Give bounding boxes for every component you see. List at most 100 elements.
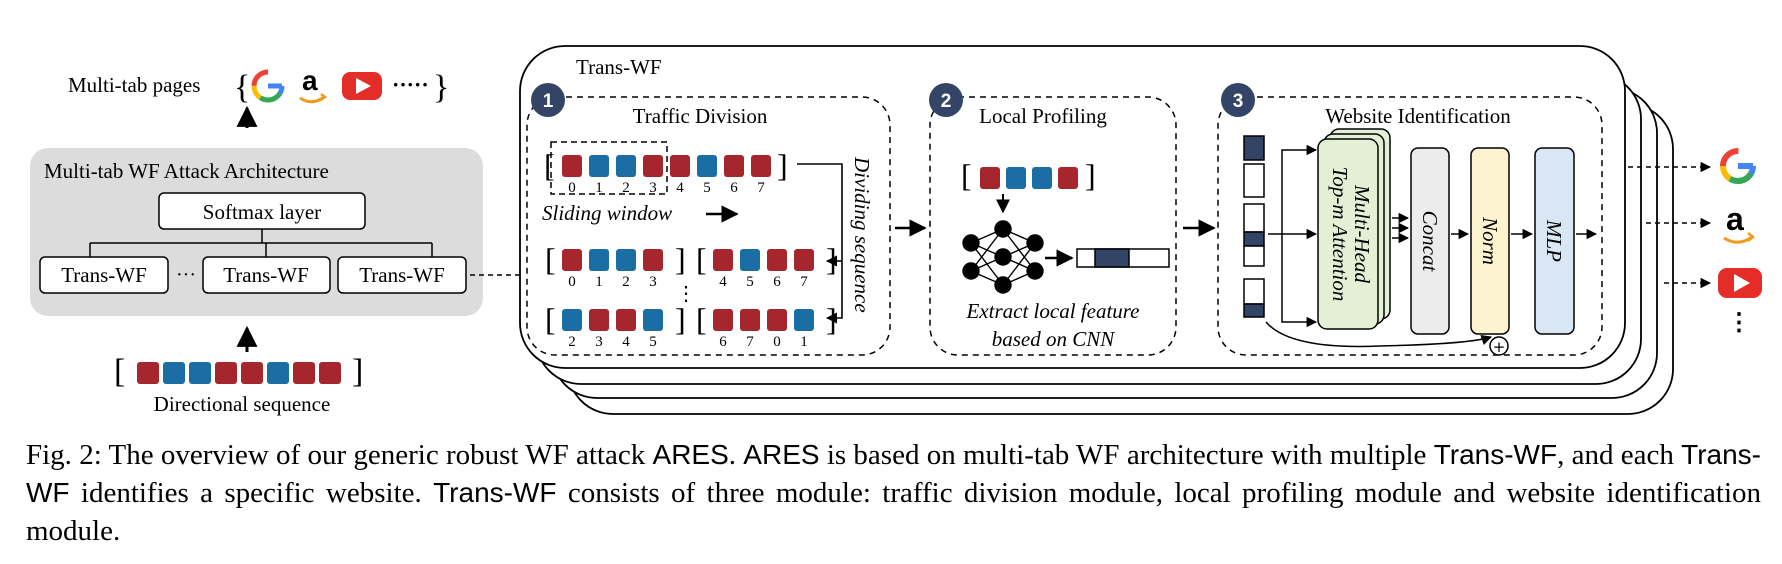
window-index: 4 [622, 334, 630, 350]
brace-open: { [234, 69, 250, 106]
cnn-network-icon [962, 220, 1044, 294]
window-cell [616, 309, 636, 331]
figure-caption: Fig. 2: The overview of our generic robu… [26, 439, 1762, 547]
traffic-index: 7 [757, 180, 765, 196]
traffic-division-title: Traffic Division [633, 104, 768, 128]
traffic-index: 2 [622, 180, 630, 196]
local-cell [1006, 167, 1026, 189]
traffic-index: 6 [730, 180, 738, 196]
traffic-cell [751, 155, 771, 177]
window-index: 0 [568, 274, 576, 290]
window-index: 1 [595, 274, 603, 290]
svg-text:[: [ [696, 241, 707, 277]
multitab-pages-row: Multi-tab pages { a ····· } [68, 65, 449, 106]
cnn-node [994, 276, 1012, 294]
cnn-edge [970, 228, 1004, 272]
module-1-badge [531, 83, 565, 117]
residual-connection [1265, 321, 1492, 348]
youtube-icon [342, 72, 382, 100]
local-cell [980, 167, 1000, 189]
window-index: 3 [595, 334, 603, 350]
svg-text:[: [ [114, 353, 125, 390]
attention-input-arrows [1268, 144, 1318, 328]
window-cell [562, 249, 582, 271]
svg-text:]: ] [826, 241, 837, 277]
traffic-cell [670, 155, 690, 177]
svg-text:]: ] [675, 241, 686, 277]
traffic-index: 1 [595, 180, 603, 196]
transwf-title: Trans-WF [576, 55, 662, 79]
svg-text:[: [ [696, 301, 707, 337]
window-cell [794, 309, 814, 331]
cnn-caption-line1: Extract local feature [965, 299, 1139, 323]
cnn-node [1026, 234, 1044, 252]
transwf-label-3: Trans-WF [359, 263, 445, 287]
cnn-node [994, 248, 1012, 266]
module-3-badge [1221, 83, 1255, 117]
brace-close: } [433, 69, 449, 106]
window-index: 6 [719, 334, 727, 350]
local-window-sequence: [ ] [961, 157, 1096, 193]
local-profiling-module [929, 96, 1177, 356]
transwf-box-2 [202, 256, 331, 294]
svg-text:]: ] [675, 301, 686, 337]
sequence-cell [241, 362, 263, 384]
local-feature-vector [1076, 248, 1170, 268]
output-amazon-icon: a [1723, 201, 1756, 244]
sequence-cell [163, 362, 185, 384]
ares-name: ARES [743, 439, 820, 470]
feature-stack [1243, 135, 1265, 318]
transwf-name: Trans-WF [1433, 439, 1558, 470]
traffic-cell [616, 155, 636, 177]
traffic-division-module [526, 96, 891, 356]
window-cell [643, 249, 663, 271]
window-index: 2 [622, 274, 630, 290]
transwf-label-2: Trans-WF [223, 263, 309, 287]
directional-sequence-label: Directional sequence [154, 392, 331, 416]
transwf-box-3 [337, 256, 467, 294]
output-youtube-icon [1718, 268, 1762, 298]
window-index: 0 [773, 334, 781, 350]
attention-block [1317, 138, 1379, 330]
svg-text:]: ] [777, 147, 788, 183]
svg-text:[: [ [961, 157, 972, 193]
module-1-number: 1 [543, 91, 554, 112]
sliding-window-label: Sliding window [542, 201, 672, 225]
mlp-block [1534, 147, 1575, 335]
window-index: 1 [800, 334, 808, 350]
window-index: 3 [649, 274, 657, 290]
dividing-sequence-label: Dividing sequence [850, 156, 874, 313]
svg-text:]: ] [1085, 157, 1096, 193]
transwf-name: Trans-WF [26, 439, 1761, 508]
window-cell [740, 249, 760, 271]
transwf-name: Trans-WF [433, 477, 557, 508]
window-cell [767, 249, 787, 271]
traffic-index: 0 [568, 180, 576, 196]
attention-to-concat-arrows [1392, 212, 1410, 244]
cnn-caption-line2: based on CNN [992, 327, 1116, 351]
svg-text:[: [ [545, 241, 556, 277]
svg-text:]: ] [352, 353, 363, 390]
traffic-cell [697, 155, 717, 177]
traffic-index: 5 [703, 180, 711, 196]
traffic-cell [643, 155, 663, 177]
window-index: 7 [800, 274, 808, 290]
attention-label-line2: Top-m Attention [1328, 167, 1352, 302]
traffic-index: 4 [676, 180, 684, 196]
mlp-label: MLP [1542, 219, 1566, 262]
sliding-window-frame [550, 141, 668, 195]
transwf-box-1 [39, 256, 169, 294]
window-index: 2 [568, 334, 576, 350]
local-cell [1058, 167, 1078, 189]
sequence-cell [137, 362, 159, 384]
svg-text:[: [ [544, 147, 555, 183]
google-icon [251, 69, 285, 103]
window-cell [740, 309, 760, 331]
output-more-dots: ⋮ [1727, 310, 1751, 336]
sequence-cell [215, 362, 237, 384]
attention-label-line1: Multi-Head [1350, 184, 1374, 283]
local-cell [1032, 167, 1052, 189]
website-identification-module [1217, 96, 1603, 356]
cnn-node [962, 262, 980, 280]
